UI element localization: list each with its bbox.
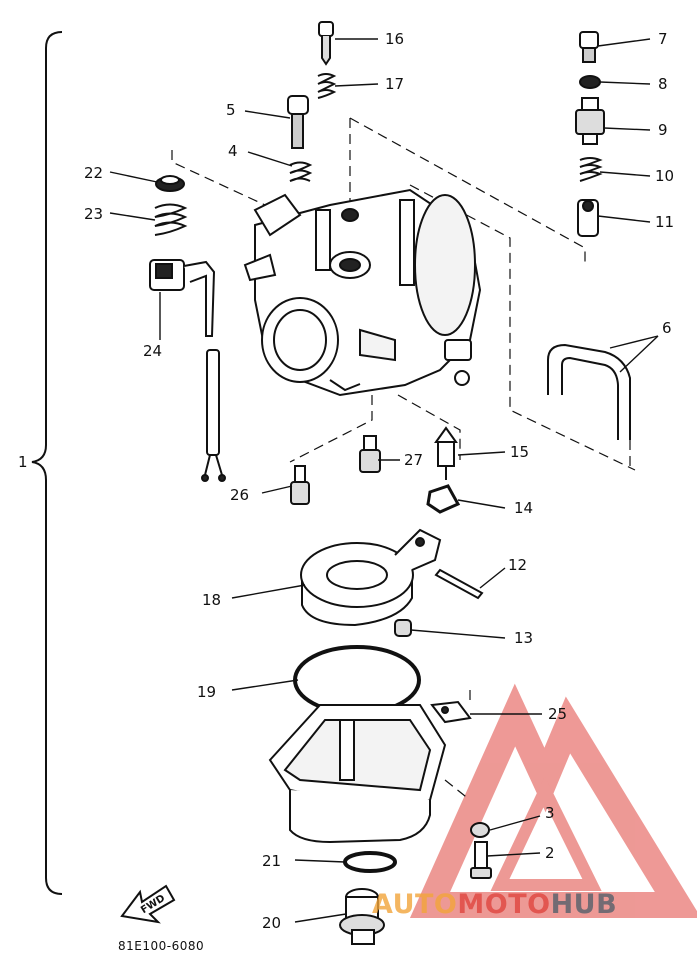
bracket-25	[430, 700, 472, 724]
label-17: 17	[385, 75, 404, 93]
label-2: 2	[545, 844, 555, 862]
label-18: 18	[202, 591, 221, 609]
gasket-19	[293, 645, 421, 715]
float-18	[300, 528, 442, 627]
hose-6	[547, 343, 631, 440]
jet-27	[359, 435, 381, 473]
label-21: 21	[262, 852, 281, 870]
label-20: 20	[262, 914, 281, 932]
label-1: 1	[18, 453, 28, 471]
screw-16	[318, 21, 334, 66]
label-11: 11	[655, 213, 674, 231]
label-9: 9	[658, 121, 668, 139]
label-6: 6	[662, 319, 672, 337]
label-4: 4	[228, 142, 238, 160]
pilot-jet-26	[290, 465, 310, 505]
spring-17	[317, 73, 337, 99]
label-3: 3	[545, 804, 555, 822]
label-12: 12	[508, 556, 527, 574]
label-14: 14	[514, 499, 533, 517]
assembly-bracket	[31, 31, 63, 895]
label-19: 19	[197, 683, 216, 701]
watermark-moto: MOTO	[457, 889, 550, 920]
clip-14	[426, 484, 461, 514]
label-25: 25	[548, 705, 567, 723]
watermark-hub: HUB	[551, 889, 618, 920]
spring-4	[289, 161, 313, 182]
adjuster-9	[575, 97, 605, 145]
label-26: 26	[230, 486, 249, 504]
leader-lines	[109, 38, 659, 923]
cable-wire	[201, 349, 226, 482]
float-chamber	[268, 704, 447, 844]
screw-7	[579, 31, 599, 63]
label-24: 24	[143, 342, 162, 360]
label-7: 7	[658, 30, 668, 48]
label-23: 23	[84, 205, 103, 223]
valve-seat-13	[394, 619, 412, 637]
label-10: 10	[655, 167, 674, 185]
nut-8	[579, 75, 601, 89]
spring-23	[154, 203, 188, 236]
part-number-labels: 1 2 3 4 5 6 7 8 9 10 11 12 13 14 15 16 1…	[18, 30, 674, 932]
drain-plug-20	[339, 888, 385, 945]
watermark-auto: AUTO	[372, 889, 457, 920]
label-27: 27	[404, 451, 423, 469]
carburetor-body-1	[243, 188, 482, 397]
fitting-11	[577, 199, 599, 237]
float-pin-12	[434, 568, 484, 600]
fwd-arrow	[120, 884, 176, 924]
label-5: 5	[226, 101, 236, 119]
watermark-logo	[409, 683, 697, 918]
label-13: 13	[514, 629, 533, 647]
spring-10	[579, 157, 603, 182]
screw-5	[287, 95, 309, 149]
watermark-text: AUTOMOTOHUB	[372, 889, 617, 920]
o-ring-21	[343, 851, 397, 873]
label-22: 22	[84, 164, 103, 182]
label-16: 16	[385, 30, 404, 48]
washer-3	[470, 822, 490, 838]
screw-2	[470, 841, 492, 879]
label-8: 8	[658, 75, 668, 93]
label-15: 15	[510, 443, 529, 461]
starter-plunger-24	[149, 259, 216, 337]
cap-22	[155, 175, 185, 192]
needle-valve-15	[434, 426, 458, 480]
drawing-code: 81E100-6080	[118, 939, 204, 953]
